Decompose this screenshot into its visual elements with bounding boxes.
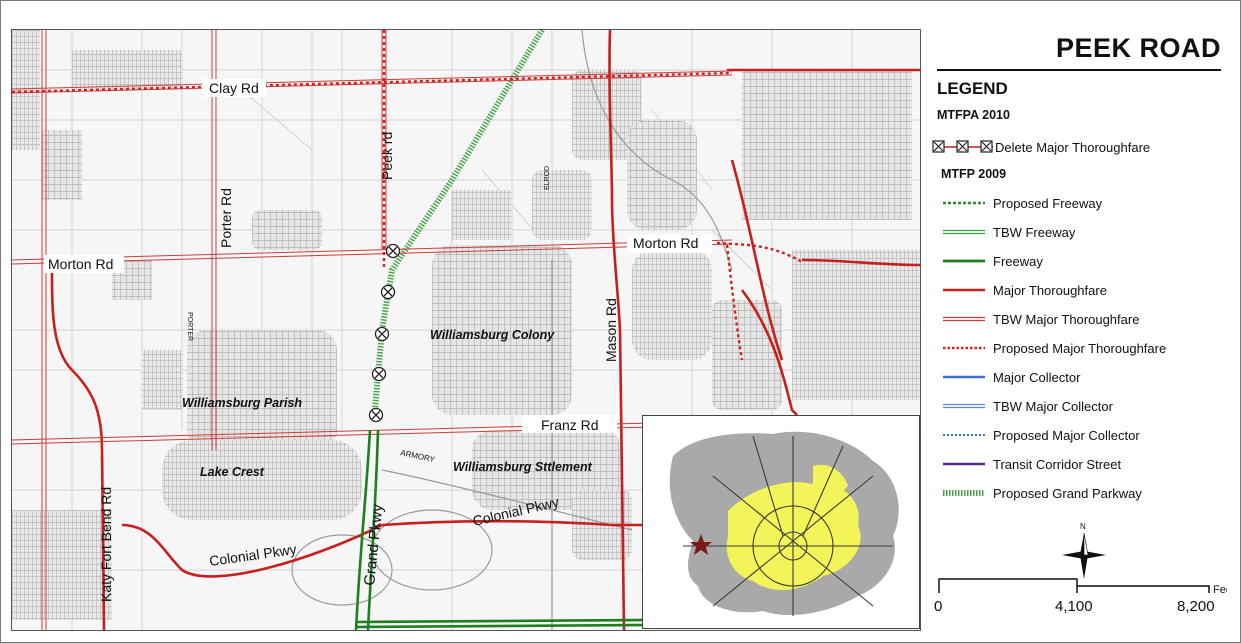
proposed-major-thoroughfare-symbol xyxy=(943,346,985,350)
label-armory: ARMORY xyxy=(400,448,437,464)
legend-row-major-thoroughfare: Major Thoroughfare xyxy=(941,280,1107,300)
label-williamsburg-colony: Williamsburg Colony xyxy=(430,328,555,342)
legend-label: Proposed Major Thoroughfare xyxy=(993,340,1167,356)
freeway-symbol xyxy=(943,259,985,263)
proposed-freeway-symbol xyxy=(943,201,985,205)
legend-row-proposed-major-thoroughfare: Proposed Major Thoroughfare xyxy=(941,338,1166,358)
local-streets xyxy=(291,30,733,630)
legend-label: Proposed Grand Parkway xyxy=(993,485,1142,501)
scale-tick-0: 0 xyxy=(934,598,943,615)
scale-tick-2: 8,200 xyxy=(1177,598,1215,615)
scale-unit: Feet xyxy=(1213,584,1227,596)
mtfp-heading: MTFP 2009 xyxy=(941,167,1007,181)
proposed-grand-parkway-line xyxy=(371,30,545,421)
legend-heading: LEGEND xyxy=(937,79,1008,98)
major-thoroughfare-symbol xyxy=(943,288,985,292)
proposed-major-thoroughfares xyxy=(12,30,803,361)
proposed-grand-parkway-symbol xyxy=(943,490,985,496)
mtfpa-heading: MTFPA 2010 xyxy=(937,108,1010,122)
legend-label: Freeway xyxy=(993,253,1043,269)
legend-row-transit-corridor-street: Transit Corridor Street xyxy=(941,454,1121,474)
label-franz-rd: Franz Rd xyxy=(541,417,599,433)
label-porter-rd: Porter Rd xyxy=(218,188,234,248)
north-letter: N xyxy=(1080,522,1086,531)
inset-highways xyxy=(683,435,893,616)
legend-label: Proposed Major Collector xyxy=(993,427,1140,443)
tbw-major-collector-symbol xyxy=(943,403,985,409)
legend-row-tbw-major-collector: TBW Major Collector xyxy=(941,396,1113,416)
proposed-major-collector-symbol xyxy=(943,434,985,436)
inset-locator-map xyxy=(642,415,920,629)
delete-marker-icon xyxy=(932,140,993,153)
legend-label: Major Thoroughfare xyxy=(993,282,1107,298)
title-rule xyxy=(937,69,1221,71)
legend-row-proposed-major-collector: Proposed Major Collector xyxy=(941,425,1140,445)
legend-row-major-collector: Major Collector xyxy=(941,367,1080,387)
tbw-major-thoroughfare-symbol xyxy=(943,316,985,322)
label-morton-rd-east: Morton Rd xyxy=(633,235,698,251)
delete-major-thoroughfare-markers xyxy=(368,243,401,423)
legend-label: Major Collector xyxy=(993,369,1081,385)
legend-label: TBW Freeway xyxy=(993,224,1076,240)
label-katy-fort-bend-rd: Katy Fort Bend Rd xyxy=(98,487,114,602)
tbw-major-thoroughfares xyxy=(12,30,733,630)
label-lake-crest: Lake Crest xyxy=(200,465,265,479)
legend-row-proposed-freeway: Proposed Freeway xyxy=(941,193,1102,213)
label-morton-rd-west: Morton Rd xyxy=(48,256,113,272)
label-elrod: ELROD xyxy=(544,166,551,190)
scale-tick-1: 4,100 xyxy=(1055,598,1093,615)
location-star-icon xyxy=(690,534,712,555)
legend-row-delete: Delete Major Thoroughfare xyxy=(931,137,1150,157)
label-williamsburg-parish: Williamsburg Parish xyxy=(182,396,302,410)
map-title: PEEK ROAD xyxy=(1055,33,1221,63)
label-porter-small: PORTER xyxy=(186,312,193,341)
transit-corridor-street-symbol xyxy=(943,462,985,466)
legend-label: Delete Major Thoroughfare xyxy=(995,139,1151,155)
inset-map-svg xyxy=(669,431,899,616)
legend-panel: PEEK ROAD LEGEND MTFPA 2010 Delete Major… xyxy=(931,21,1231,631)
legend-row-tbw-major-thoroughfare: TBW Major Thoroughfare xyxy=(941,309,1139,329)
label-mason-rd: Mason Rd xyxy=(603,298,619,362)
major-collector-symbol xyxy=(943,375,985,379)
area-labels: Williamsburg Colony Williamsburg Parish … xyxy=(182,328,593,479)
legend-row-proposed-grand-parkway: Proposed Grand Parkway xyxy=(941,483,1142,503)
legend-label: TBW Major Thoroughfare xyxy=(993,311,1140,327)
label-peek-rd: Peek rd xyxy=(379,132,395,180)
legend-label: TBW Major Collector xyxy=(993,398,1113,414)
map-canvas: Clay Rd Morton Rd Morton Rd Franz Rd Por… xyxy=(12,30,920,630)
major-thoroughfares xyxy=(50,30,920,630)
legend-label: Proposed Freeway xyxy=(993,195,1103,211)
scale-bar: Feet xyxy=(938,578,1227,596)
map-panel: Clay Rd Morton Rd Morton Rd Franz Rd Por… xyxy=(11,29,921,631)
tbw-freeway-symbol xyxy=(943,229,985,235)
legend-row-freeway: Freeway xyxy=(941,251,1043,271)
legend-row-tbw-freeway: TBW Freeway xyxy=(941,222,1075,242)
legend-label: Transit Corridor Street xyxy=(993,456,1122,472)
label-williamsburg-settlement: Williamsburg Sttlement xyxy=(453,460,593,474)
label-clay-rd: Clay Rd xyxy=(209,80,259,96)
north-arrow-icon: N xyxy=(1062,522,1106,579)
city-yellow xyxy=(726,482,861,591)
